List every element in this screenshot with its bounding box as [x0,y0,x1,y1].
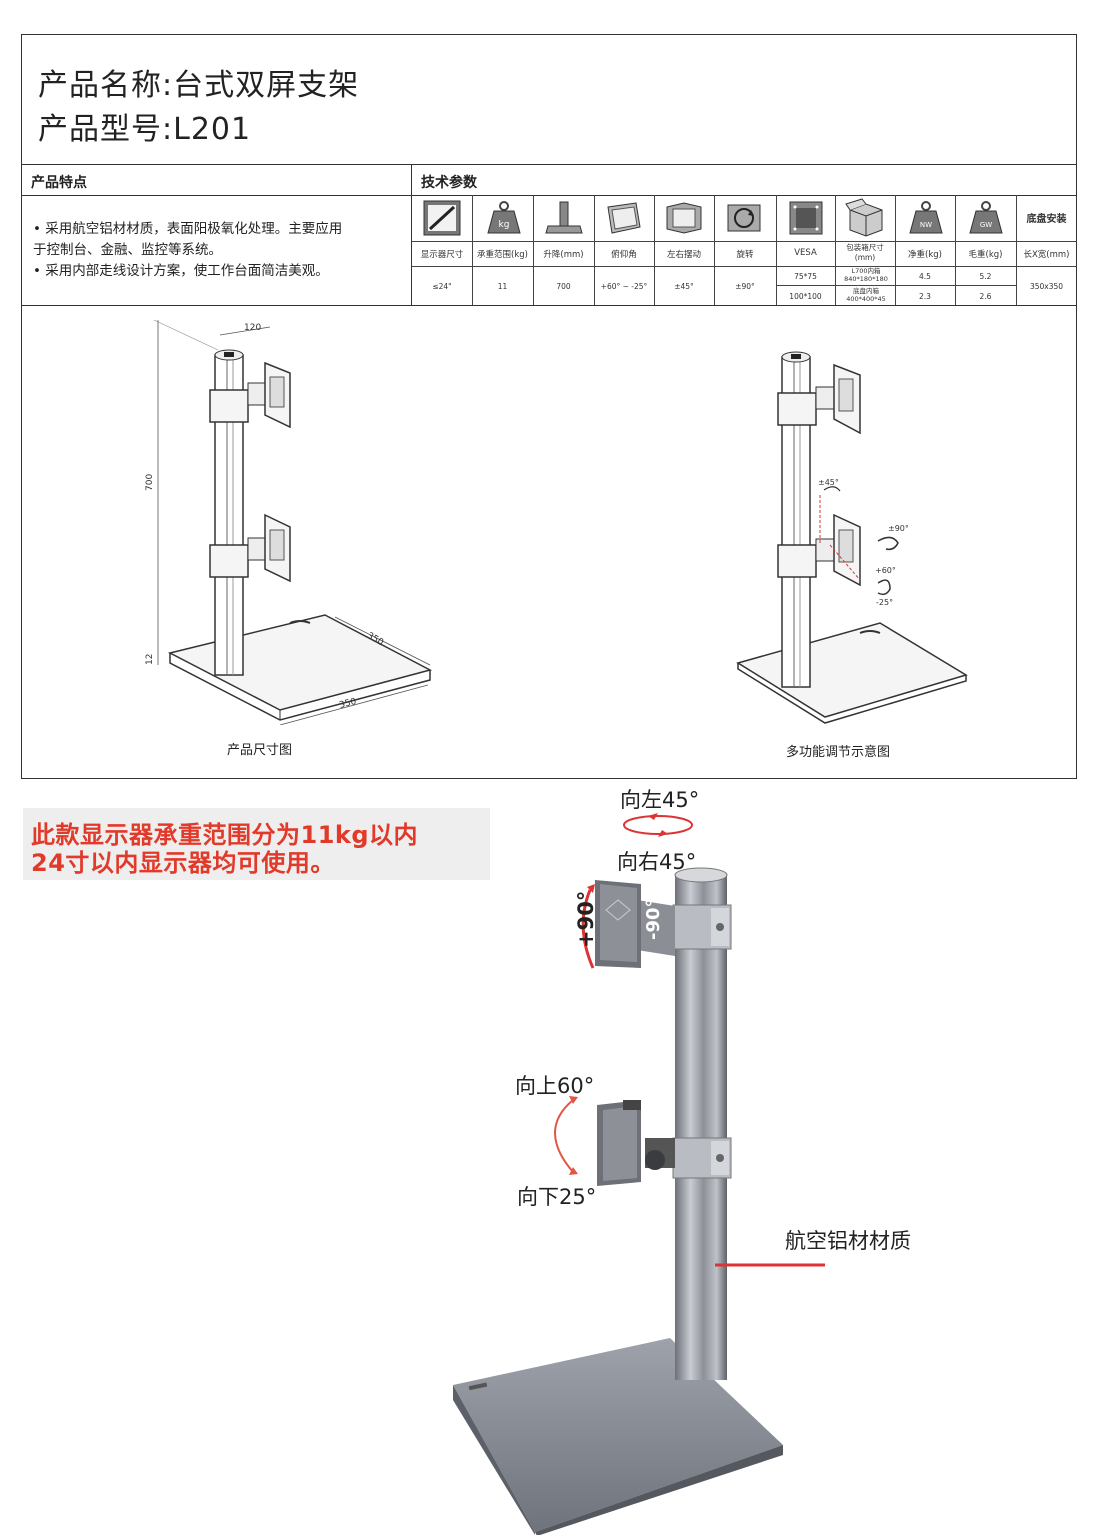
package-value: L700内箱 840*180*180 [844,267,888,283]
swivel-arrows-icon [623,813,693,837]
product-photo: -90° +90° [453,867,825,1535]
spec-header: 俯仰角 [611,250,637,260]
spec-header: VESA [794,248,817,258]
svg-text:GW: GW [980,221,992,229]
spec-value: ±90° [735,282,755,291]
tilt-icon [607,202,641,234]
dim-width: 120 [244,323,261,333]
base-title: 底盘安装 [1026,214,1067,225]
material-label: 航空铝材材质 [785,1229,911,1253]
promo-line: 此款显示器承重范围分为11kg以内 [31,821,419,849]
left45-label: 向左45° [620,788,700,812]
svg-text:NW: NW [920,221,932,229]
spec-header: 净重(kg) [908,250,942,260]
gross-weight-value: 5.2 [979,272,992,281]
svg-text:kg: kg [499,220,510,230]
base-size-value: 350x350 [1029,282,1064,291]
net-weight-icon: NW [909,201,943,234]
swivel-icon [666,202,702,234]
spec-header: 包装箱尺寸(mm) [846,243,884,262]
adjustment-caption: 多功能调节示意图 [786,745,891,760]
net-weight-value: 2.3 [919,292,931,301]
spec-header: 左右摆动 [666,250,701,260]
dim-base-width: 350 [338,697,357,711]
spec-header: 旋转 [736,250,754,260]
spec-value: ≤24" [432,282,452,291]
promo-line: 24寸以内显示器均可使用。 [31,849,335,877]
product-name: 产品名称:台式双屏支架 [38,68,360,103]
rotate-icon [727,204,761,232]
product-model: 产品型号:L201 [38,112,252,147]
spec-header: 显示器尺寸 [420,250,464,260]
dim-base-thickness: 12 [145,654,155,665]
net-weight-value: 4.5 [919,272,931,281]
gross-weight-icon: GW [969,201,1003,234]
spec-value: +60° ~ -25° [600,282,648,291]
dim-height: 700 [145,474,155,491]
box-icon [845,198,883,237]
spec-header: 长X宽(mm) [1023,250,1070,260]
vesa-icon [789,201,823,235]
adjustment-drawing: ±45° ±90° +60° -25° [736,351,968,724]
dimension-caption: 产品尺寸图 [227,743,293,758]
dimension-drawing: 120 700 12 350 350 [145,319,433,725]
down25-label: 向下25° [517,1185,597,1209]
rotate-label: ±90° [888,524,909,533]
features-label: 产品特点 [31,175,87,191]
weight-icon: kg [487,201,521,234]
spec-value: 11 [497,282,508,291]
vesa-value: 100*100 [789,292,822,301]
tilt-up-label: +60° [875,566,896,575]
spec-value: ±45° [674,282,694,291]
right45-label: 向右45° [617,850,697,874]
specs-label: 技术参数 [421,175,477,191]
vesa-value: 75*75 [794,272,817,281]
up60-label: 向上60° [515,1074,595,1098]
spec-header: 毛重(kg) [968,250,1003,260]
spec-value: 700 [556,282,571,291]
rot-minus-label: -90° [643,898,664,940]
tilt-down-label: -25° [876,598,893,607]
gross-weight-value: 2.6 [979,292,992,301]
spec-sheet [21,34,1077,779]
package-value: 底盘内箱 400*400*45 [846,287,886,303]
screen-size-icon [423,200,461,236]
rot-plus-label: +90° [574,891,598,948]
feature-line: 于控制台、金融、监控等系统。 [33,242,222,258]
spec-header: 承重范围(kg) [477,250,528,260]
feature-line: • 采用航空铝材材质，表面阳极氧化处理。主要应用 [33,221,343,237]
feature-line: • 采用内部走线设计方案，使工作台面简洁美观。 [33,263,329,279]
promo-box [23,808,490,880]
spec-header: 升降(mm) [543,250,584,260]
swivel-label: ±45° [818,478,839,487]
features-list: • 采用航空铝材材质，表面阳极氧化处理。主要应用 于控制台、金融、监控等系统。 … [33,219,403,282]
lift-icon [545,201,583,234]
